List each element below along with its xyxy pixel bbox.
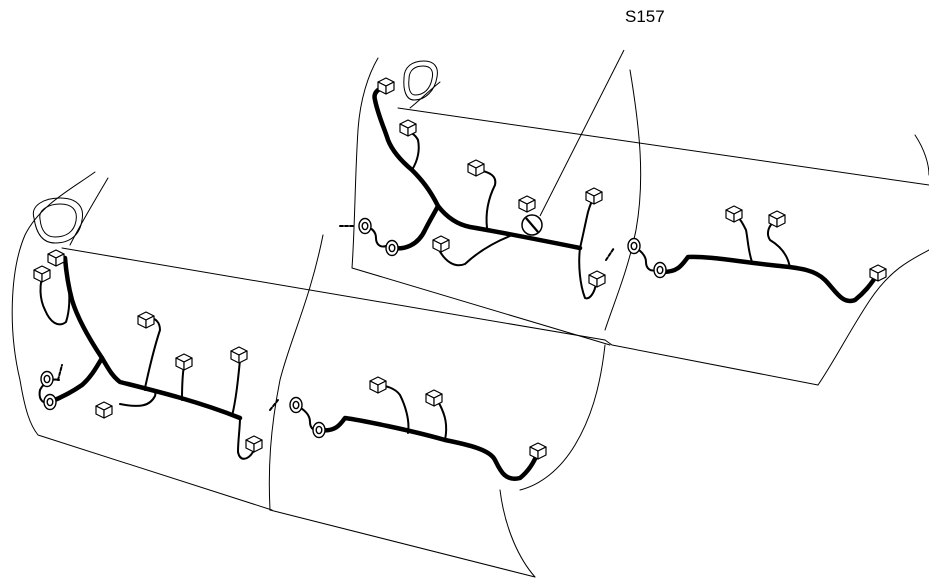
grommet-icon	[627, 237, 641, 255]
front-right-connectors	[358, 77, 606, 288]
front-right-mirror	[403, 60, 438, 101]
front-right-door-outline	[351, 57, 929, 346]
rear-right-door-outline	[611, 134, 929, 386]
splice-label: S157	[625, 7, 665, 26]
rear-right-door-harness	[605, 215, 878, 304]
connector-icon	[585, 187, 603, 205]
connector-icon	[33, 265, 51, 283]
connector-icon	[377, 77, 395, 95]
splice-s157-marker	[521, 49, 625, 236]
grommet-icon	[289, 396, 303, 414]
connector-icon	[529, 442, 547, 460]
connector-icon	[47, 249, 65, 267]
grommet-icon	[40, 370, 54, 388]
connector-icon	[95, 401, 113, 419]
connector-icon	[518, 195, 536, 213]
connector-icon	[399, 119, 417, 137]
grommet-icon	[312, 421, 326, 439]
connector-icon	[432, 235, 450, 253]
front-right-door-harness	[339, 85, 597, 300]
connector-icon	[869, 264, 887, 282]
connector-icon	[175, 353, 193, 371]
connector-icon	[588, 270, 606, 288]
connector-icon	[230, 346, 248, 364]
front-left-door-harness	[38, 255, 254, 460]
connector-icon	[369, 376, 387, 394]
connector-icon	[467, 159, 485, 177]
grommet-icon	[43, 393, 57, 411]
rear-left-connectors	[289, 376, 547, 460]
connector-icon	[245, 435, 263, 453]
grommet-icon	[653, 261, 667, 279]
connector-icon	[725, 205, 743, 223]
grommet-icon	[385, 239, 399, 257]
connector-icon	[137, 311, 155, 329]
front-left-mirror	[32, 197, 84, 244]
connector-icon	[425, 389, 443, 407]
rear-left-door-outline	[269, 344, 606, 578]
rear-left-door-harness	[269, 384, 541, 482]
leader-line	[539, 49, 625, 217]
grommet-icon	[358, 217, 372, 235]
connector-icon	[768, 210, 786, 228]
front-left-door-outline	[11, 171, 613, 511]
